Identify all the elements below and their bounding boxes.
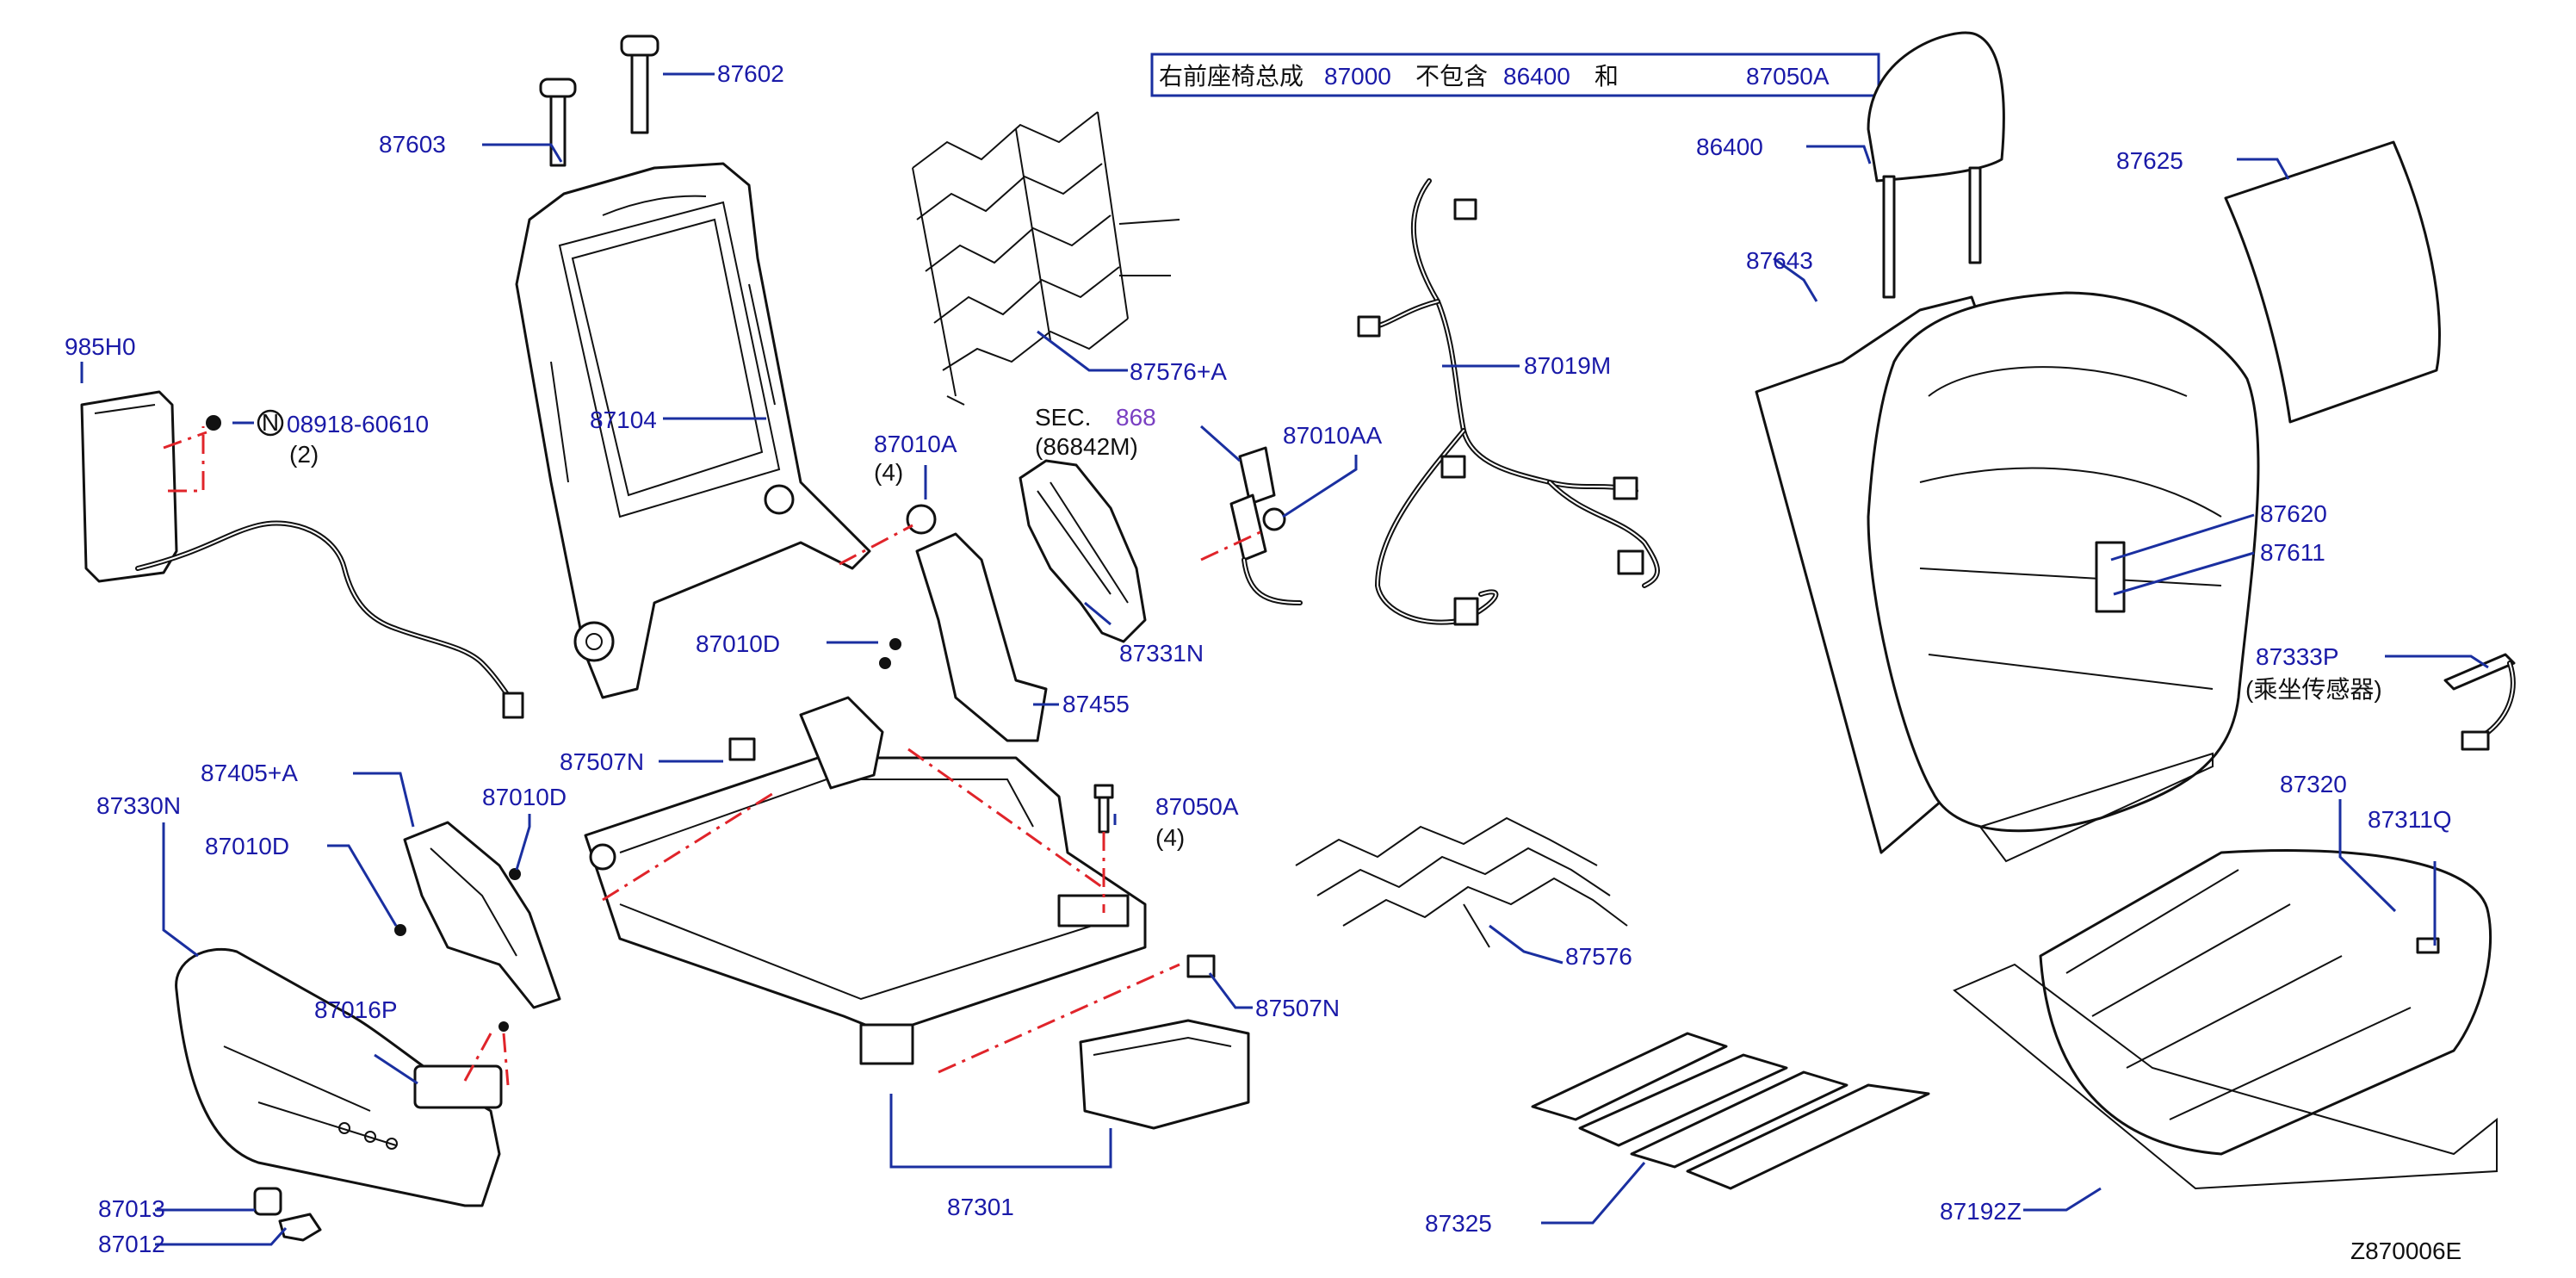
recliner-trim (394, 821, 561, 1009)
label-87010A[interactable]: 87010A (874, 431, 957, 457)
seat-adjust-motor-unit (938, 963, 1250, 1130)
label-87507N-upper[interactable]: 87507N (560, 748, 644, 775)
label-87050A[interactable]: 87050A (1155, 793, 1239, 820)
label-87576[interactable]: 87576 (1565, 943, 1632, 970)
label-87602[interactable]: 87602 (717, 60, 784, 87)
label-87625[interactable]: 87625 (2116, 147, 2183, 174)
callout-labels: 87602 87603 985H0 N 08918-60610 (2) 8710… (65, 60, 2461, 1264)
label-87333P[interactable]: 87333P (2256, 643, 2339, 670)
label-87507N-lower[interactable]: 87507N (1255, 995, 1340, 1021)
qty-08918: (2) (289, 441, 319, 468)
title-ref-bolt[interactable]: 87050A (1746, 63, 1830, 90)
headrest-guide-pins (539, 34, 659, 167)
label-87010D-mid[interactable]: 87010D (696, 630, 780, 657)
qty-87050A: (4) (1155, 824, 1185, 851)
cushion-heater-pads (1531, 1032, 1930, 1190)
seat-wiring-harness (1357, 178, 1660, 626)
occupancy-sensor (2443, 653, 2516, 751)
title-ref-headrest[interactable]: 86400 (1503, 63, 1570, 90)
title-text-b: 不包含 (1415, 63, 1488, 90)
sec-number[interactable]: 868 (1116, 404, 1156, 431)
label-87576A[interactable]: 87576+A (1130, 358, 1227, 385)
title-text-a: 右前座椅总成 (1159, 63, 1303, 90)
desc-87333P: (乘坐传感器) (2245, 676, 2382, 703)
n-symbol-icon: N (257, 409, 284, 437)
mounting-bolt (1093, 784, 1114, 913)
label-87013[interactable]: 87013 (98, 1195, 165, 1222)
seat-belt-buckle (1200, 446, 1303, 605)
adjust-knobs (253, 1187, 322, 1242)
label-87603[interactable]: 87603 (379, 131, 446, 158)
sec-reference: (86842M) (1035, 433, 1138, 460)
headrest (1867, 31, 2005, 299)
seat-cushion-frame (584, 696, 1147, 1065)
sec-word: SEC. (1035, 404, 1091, 431)
label-87311Q[interactable]: 87311Q (2368, 806, 2452, 833)
label-87016P[interactable]: 87016P (314, 996, 398, 1023)
label-87012[interactable]: 87012 (98, 1231, 165, 1257)
label-87620[interactable]: 87620 (2260, 500, 2327, 527)
label-87455[interactable]: 87455 (1062, 691, 1130, 717)
label-87301[interactable]: 87301 (947, 1194, 1014, 1220)
label-87320[interactable]: 87320 (2280, 771, 2347, 797)
label-87331N[interactable]: 87331N (1119, 640, 1204, 667)
qty-87010A: (4) (874, 459, 903, 486)
label-87010D-right[interactable]: 87010D (482, 784, 567, 810)
seat-cushion-trim (1953, 849, 2498, 1190)
cushion-spring (1295, 816, 1628, 948)
label-87611[interactable]: 87611 (2260, 539, 2325, 566)
label-08918-60610[interactable]: 08918-60610 (287, 411, 429, 437)
seat-back-frame (515, 162, 871, 699)
label-87010D-left[interactable]: 87010D (205, 833, 289, 859)
leader-lines (80, 72, 2489, 1246)
seat-back-outer-shell (1019, 459, 1147, 643)
title-box: 右前座椅总成 87000 不包含 86400 和 87050A (1150, 53, 1880, 97)
label-87325[interactable]: 87325 (1425, 1210, 1492, 1237)
label-86400[interactable]: 86400 (1696, 133, 1763, 160)
label-87010AA[interactable]: 87010AA (1283, 422, 1383, 449)
label-87330N[interactable]: 87330N (96, 792, 181, 819)
figure-id: Z870006E (2350, 1238, 2461, 1264)
label-87104[interactable]: 87104 (590, 406, 657, 433)
label-87192Z[interactable]: 87192Z (1940, 1198, 2022, 1225)
label-87019M[interactable]: 87019M (1524, 352, 1611, 379)
power-seat-switch (413, 1021, 510, 1109)
back-spring-mat (912, 111, 1180, 406)
label-985H0[interactable]: 985H0 (65, 333, 136, 360)
title-text-c: 和 (1595, 63, 1619, 90)
label-87643[interactable]: 87643 (1746, 247, 1813, 274)
label-87405A[interactable]: 87405+A (201, 760, 298, 786)
n-symbol-text: N (262, 409, 279, 436)
side-bracket (839, 504, 1048, 742)
title-ref-seat[interactable]: 87000 (1324, 63, 1391, 90)
back-foam-pad (2224, 140, 2441, 424)
seatback-pad-and-trim (1755, 291, 2260, 863)
side-airbag-module (80, 390, 524, 719)
